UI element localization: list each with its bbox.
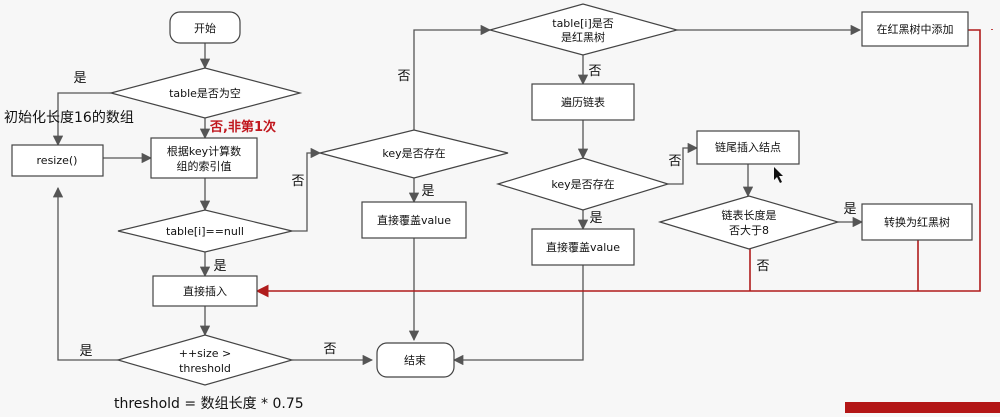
node-key-exists-2 xyxy=(495,157,671,211)
node-to-tree-label: 转换为红黑树 xyxy=(884,215,950,229)
node-tail-insert-label: 链尾插入结点 xyxy=(715,140,781,154)
node-tree-add xyxy=(861,11,969,47)
label-yes-null: 是 xyxy=(213,259,226,274)
node-resize-label: resize() xyxy=(37,154,78,167)
node-overwrite-1-label: 直接覆盖value xyxy=(377,213,451,227)
node-end-label: 结束 xyxy=(404,354,426,367)
node-is-tree xyxy=(487,3,680,56)
label-no-size: 否 xyxy=(323,342,336,357)
label-no-tree: 否 xyxy=(588,64,601,79)
node-overwrite-2 xyxy=(531,228,635,266)
edge-labels: 是 初始化长度16的数组 否,非第1次 否 是 是 否 否 是 否 是 否 是 … xyxy=(4,64,857,412)
label-no-null: 否 xyxy=(291,174,304,189)
label-threshold-formula: threshold = 数组长度 * 0.75 xyxy=(114,396,304,412)
node-list-length xyxy=(657,195,841,250)
node-key-exists-2-label: key是否存在 xyxy=(551,177,614,191)
node-compute-index-label-2: 组的索引值 xyxy=(177,159,232,173)
node-resize xyxy=(11,144,104,177)
edge-key2-no-to-tail-insert xyxy=(668,142,699,185)
label-no-len: 否 xyxy=(756,259,769,274)
video-caption-strip xyxy=(845,402,1000,413)
edges xyxy=(52,24,993,366)
edge-key1-no-to-is-tree xyxy=(413,24,492,130)
label-yes-key1: 是 xyxy=(421,184,434,199)
nodes: 开始 table是否为空 resize() 根据key计算数 组的索引值 tab… xyxy=(11,3,973,386)
node-compute-index xyxy=(150,137,258,179)
node-size-check-label-1: ++size > xyxy=(179,347,231,360)
node-tail-insert xyxy=(696,130,800,165)
node-overwrite-2-label: 直接覆盖value xyxy=(546,240,620,254)
node-size-check-label-2: threshold xyxy=(179,362,231,375)
edge-empty-yes-to-resize xyxy=(52,92,111,147)
node-table-empty xyxy=(108,67,303,119)
edge-tree-add-to-insert xyxy=(257,29,993,291)
node-list-length-label-2: 否大于8 xyxy=(729,223,769,237)
label-yes-size: 是 xyxy=(79,344,92,359)
node-start-label: 开始 xyxy=(194,21,216,35)
edge-null-no-to-key-exists xyxy=(292,147,322,232)
node-traverse-list-label: 遍历链表 xyxy=(561,95,605,109)
node-traverse-list xyxy=(531,83,635,121)
node-start xyxy=(169,11,241,44)
node-key-exists-1-label: key是否存在 xyxy=(382,146,445,160)
edge-size-yes-to-resize xyxy=(52,186,118,361)
node-end xyxy=(376,342,455,378)
cursor-arrow-icon xyxy=(774,167,783,183)
node-direct-insert xyxy=(152,275,258,307)
label-no-key1: 否 xyxy=(397,69,410,84)
node-is-tree-label-2: 是红黑树 xyxy=(561,30,605,44)
node-is-tree-label-1: table[i]是否 xyxy=(552,17,614,30)
node-table-i-null-label: table[i]==null xyxy=(166,225,244,238)
edge-overwrite2-to-end xyxy=(452,265,584,366)
label-init-array: 初始化长度16的数组 xyxy=(4,109,134,126)
label-no-key2: 否 xyxy=(668,154,681,169)
node-to-tree xyxy=(861,203,973,241)
node-size-check xyxy=(115,334,295,386)
node-table-i-null xyxy=(117,209,293,253)
node-key-exists-1 xyxy=(319,129,509,179)
label-yes-len: 是 xyxy=(843,202,856,217)
label-yes-empty: 是 xyxy=(73,71,86,86)
label-no-not-first: 否,非第1次 xyxy=(209,119,276,135)
node-compute-index-label-1: 根据key计算数 xyxy=(167,144,241,158)
node-tree-add-label: 在红黑树中添加 xyxy=(877,22,954,36)
node-overwrite-1 xyxy=(361,201,467,239)
node-list-length-label-1: 链表长度是 xyxy=(722,208,777,222)
node-table-empty-label: table是否为空 xyxy=(169,86,241,100)
node-direct-insert-label: 直接插入 xyxy=(183,284,227,298)
label-yes-key2: 是 xyxy=(589,211,602,226)
